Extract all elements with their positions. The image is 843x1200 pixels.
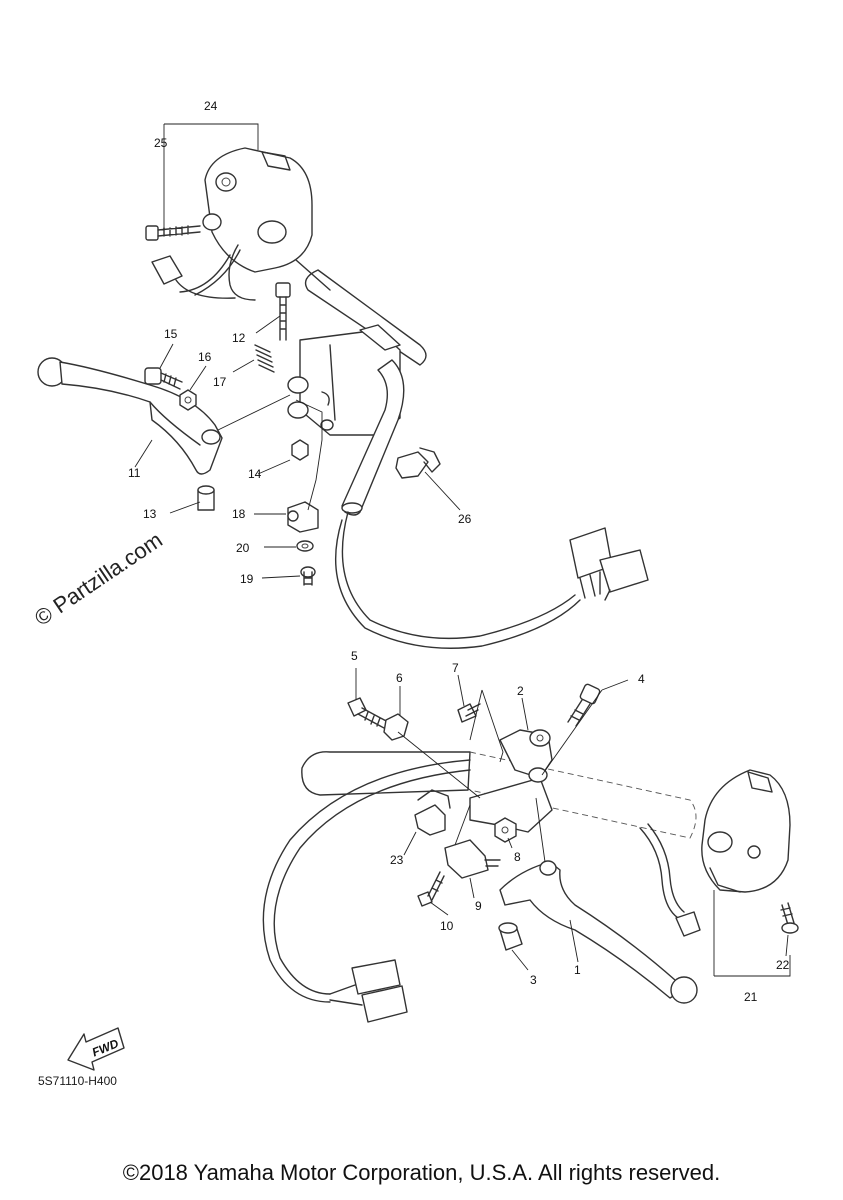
- callout-18: 18: [232, 507, 246, 521]
- nut-14: [291, 439, 309, 461]
- switch-housing-24: [179, 147, 313, 301]
- callout-4: 4: [638, 672, 645, 686]
- callout-7: 7: [452, 661, 459, 675]
- nut-8: [494, 817, 517, 843]
- harness-upper: [334, 511, 649, 649]
- nut-6: [383, 713, 409, 741]
- callout-16: 16: [198, 350, 212, 364]
- bolt-4: [567, 683, 601, 727]
- screw-19: [300, 566, 316, 586]
- screw-10: [417, 871, 445, 907]
- switch-wire-lower: [639, 823, 701, 937]
- collar-3: [498, 922, 523, 951]
- bracket-2: [469, 729, 553, 833]
- leader-lines: [134, 123, 791, 977]
- callout-14: 14: [248, 467, 262, 481]
- lever-1: [499, 860, 698, 1004]
- callout-5: 5: [351, 649, 358, 663]
- switch-housing-21: [701, 769, 791, 893]
- master-cylinder: [287, 324, 401, 436]
- bolt-15: [144, 367, 183, 390]
- callout-13: 13: [143, 507, 157, 521]
- screw-22: [780, 902, 799, 934]
- fwd-arrow-icon: FWD: [67, 1027, 125, 1071]
- callout-20: 20: [236, 541, 250, 555]
- washer-20: [296, 540, 314, 552]
- brake-hose: [341, 359, 405, 516]
- callout-10: 10: [440, 919, 454, 933]
- callout-24: 24: [204, 99, 218, 113]
- screw-7: [457, 703, 481, 723]
- callout-12: 12: [232, 331, 246, 345]
- bolt-5: [347, 697, 389, 729]
- copyright-notice: ©2018 Yamaha Motor Corporation, U.S.A. A…: [122, 1160, 721, 1185]
- callout-25: 25: [154, 136, 168, 150]
- callout-3: 3: [530, 973, 537, 987]
- callout-17: 17: [213, 375, 227, 389]
- clamp-26: [395, 447, 441, 479]
- callout-21: 21: [744, 990, 758, 1004]
- handlebar-lower: [301, 751, 697, 839]
- callout-26: 26: [458, 512, 472, 526]
- collar-13: [197, 485, 215, 511]
- switch-wire-connector: [151, 255, 236, 299]
- screw-25: [145, 225, 201, 241]
- callout-8: 8: [514, 850, 521, 864]
- callout-11: 11: [128, 466, 141, 480]
- callout-19: 19: [240, 572, 254, 586]
- callout-23: 23: [390, 853, 404, 867]
- lever-11: [37, 357, 223, 475]
- nut-16: [179, 389, 197, 411]
- reference-code: 5S71110-H400: [38, 1074, 117, 1088]
- spring-17: [254, 344, 275, 373]
- bolt-12: [275, 282, 291, 341]
- callout-2: 2: [517, 684, 524, 698]
- callout-22: 22: [776, 958, 790, 972]
- switch-9: [444, 839, 501, 879]
- callout-15: 15: [164, 327, 178, 341]
- callout-9: 9: [475, 899, 482, 913]
- switch-18: [287, 501, 319, 533]
- callout-1: 1: [574, 963, 581, 977]
- callout-6: 6: [396, 671, 403, 685]
- harness-lower: [262, 759, 471, 1023]
- clamp-23: [414, 789, 451, 836]
- callout-numbers: 24 25 12 15 16 17 11 14 13 18 26 20 19 5…: [128, 99, 790, 1004]
